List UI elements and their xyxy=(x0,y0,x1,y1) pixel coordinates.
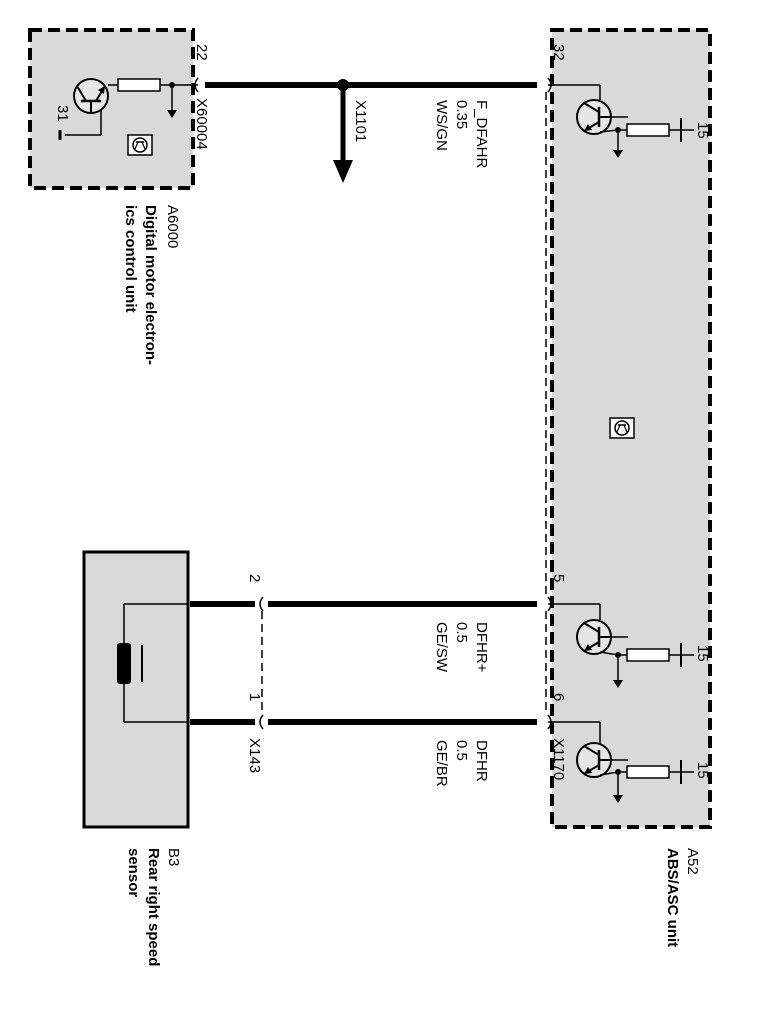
dme-id: A6000 xyxy=(164,205,181,248)
wire-top-name: F_DFAHR xyxy=(473,100,490,169)
sensor-box xyxy=(82,550,190,829)
abs-supply-label: 15 xyxy=(694,122,711,139)
abs-output-stage-3: 15 xyxy=(548,721,711,803)
branch-arrow-icon xyxy=(333,160,353,183)
dme-connector-label: X60004 xyxy=(193,98,210,150)
abs-id: A52 xyxy=(684,848,701,875)
dme-resistor-icon xyxy=(117,78,161,92)
abs-output-stage-1: 15 xyxy=(548,84,711,158)
wire-branch-node xyxy=(337,79,349,91)
sensor-pin-2-label: 2 xyxy=(246,574,263,582)
abs-connector-label: X1170 xyxy=(550,738,567,780)
abs-transistor-icon xyxy=(575,98,613,136)
wire-minus-size: 0.5 xyxy=(453,740,470,761)
dme-pin-label: 22 xyxy=(193,44,210,61)
abs-resistor-icon xyxy=(626,648,670,662)
dme-name-line2: ics control unit xyxy=(122,205,139,313)
sensor-coil-icon xyxy=(117,603,188,723)
dme-ecu-icon xyxy=(127,134,153,156)
abs-name: ABS/ASC unit xyxy=(664,848,681,947)
abs-ground-arrow-icon xyxy=(613,795,623,803)
sensor-name-line2: sensor xyxy=(125,848,142,897)
abs-pin-5-label: 5 xyxy=(550,574,567,582)
sensor-id: B3 xyxy=(165,848,182,866)
abs-transistor-icon xyxy=(575,618,613,656)
wire-plus-color: GE/SW xyxy=(433,622,450,673)
dme-module-box xyxy=(28,28,195,190)
abs-resistor-icon xyxy=(626,765,670,779)
abs-resistor-icon xyxy=(626,123,670,137)
abs-pin-6-label: 6 xyxy=(550,693,567,701)
abs-supply-label: 15 xyxy=(694,762,711,779)
wire-minus-color: GE/BR xyxy=(433,740,450,787)
dme-ground-label: 31 xyxy=(54,105,71,122)
branch-connector-label: X1101 xyxy=(352,100,369,142)
dme-name-line1: Digital motor electron- xyxy=(142,205,159,365)
abs-supply-label: 15 xyxy=(694,645,711,662)
sensor-name-line1: Rear right speed xyxy=(145,848,162,966)
wire-plus-name: DFHR+ xyxy=(473,622,490,673)
dme-ground-arrow-icon xyxy=(167,110,177,118)
abs-ecu-icon xyxy=(609,417,635,439)
abs-ground-arrow-icon xyxy=(613,150,623,158)
abs-transistor-icon xyxy=(575,741,613,779)
wire-plus-size: 0.5 xyxy=(453,622,470,643)
sensor-connector-label: X143 xyxy=(246,738,263,773)
wire-top-color: WS/GN xyxy=(433,100,450,151)
abs-output-stage-2: 15 xyxy=(548,603,711,688)
wire-minus-name: DFHR xyxy=(473,740,490,782)
abs-pin-32-label: 32 xyxy=(550,44,567,61)
dme-transistor-icon xyxy=(72,77,110,115)
wire-top-size: 0.35 xyxy=(453,100,470,129)
sensor-pin-1-label: 1 xyxy=(246,693,263,701)
abs-ground-arrow-icon xyxy=(613,680,623,688)
